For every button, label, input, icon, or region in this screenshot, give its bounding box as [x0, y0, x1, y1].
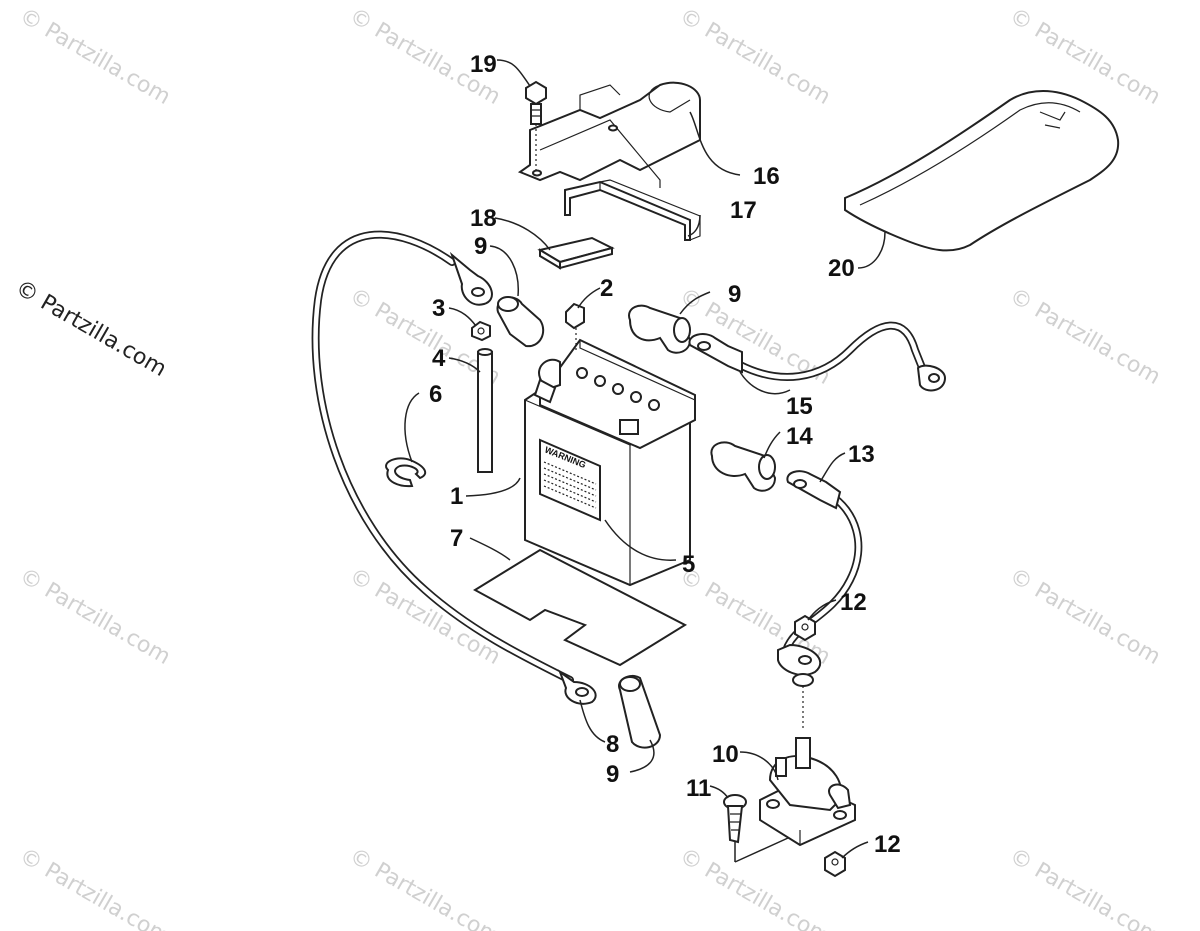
callout-6: 6 — [429, 381, 442, 408]
part-6-clip — [385, 457, 427, 488]
part-17-strap — [564, 179, 701, 241]
leader-lines — [404, 59, 886, 863]
watermark: © Partzilla.com — [675, 844, 835, 931]
part-4-rod — [477, 348, 493, 473]
callout-16: 16 — [753, 163, 780, 190]
callout-15: 15 — [786, 393, 813, 420]
part-7-pad — [473, 548, 688, 667]
watermark: © Partzilla.com — [1005, 284, 1165, 391]
callout-9: 9 — [474, 233, 487, 260]
callout-8: 8 — [606, 731, 619, 758]
part-9-boot-lower — [618, 674, 662, 749]
watermark: © Partzilla.com — [15, 844, 175, 931]
watermark: © Partzilla.com — [1005, 844, 1165, 931]
callout-7: 7 — [450, 525, 463, 552]
callout-19: 19 — [470, 51, 497, 78]
callout-20: 20 — [828, 255, 855, 282]
callout-18: 18 — [470, 205, 497, 232]
part-15-cable — [688, 321, 947, 392]
callout-5: 5 — [682, 551, 695, 578]
part-9-boot-right — [628, 304, 692, 354]
part-10-solenoid — [759, 737, 856, 847]
part-8-cable — [311, 230, 597, 705]
watermark: © Partzilla.com — [15, 564, 175, 671]
side-watermark: © Partzilla.com — [11, 276, 171, 383]
watermark: © Partzilla.com — [15, 4, 175, 111]
part-3-nut — [471, 320, 491, 342]
part-18-pad — [537, 236, 615, 270]
part-20-cover — [844, 90, 1120, 252]
callout-2: 2 — [600, 275, 613, 302]
callout-14: 14 — [786, 423, 813, 450]
callout-17: 17 — [730, 197, 757, 224]
watermark: © Partzilla.com — [345, 844, 505, 931]
watermark: © Partzilla.com — [1005, 564, 1165, 671]
callout-11: 11 — [686, 775, 711, 802]
part-9-boot-left — [496, 296, 545, 348]
part-1-battery: WARNING — [524, 338, 696, 587]
callout-10: 10 — [712, 741, 739, 768]
callout-13: 13 — [848, 441, 875, 468]
callout-labels: 19 16 17 18 9 2 9 3 4 6 15 14 13 1 7 5 1… — [429, 51, 901, 858]
washer-upper — [792, 673, 814, 687]
part-16-bracket — [517, 81, 701, 188]
part-2-vent-fitting — [565, 302, 585, 350]
callout-4: 4 — [432, 345, 446, 372]
part-11-screw — [723, 794, 747, 844]
callout-9: 9 — [606, 761, 619, 788]
part-12-nut-upper — [794, 614, 816, 642]
part-14-boot — [710, 441, 777, 492]
callout-12: 12 — [874, 831, 901, 858]
part-12-nut-lower — [824, 850, 846, 878]
part-19-bolt — [525, 80, 547, 172]
callout-12: 12 — [840, 589, 867, 616]
callout-9: 9 — [728, 281, 741, 308]
watermark: © Partzilla.com — [345, 564, 505, 671]
callout-3: 3 — [432, 295, 445, 322]
callout-1: 1 — [450, 483, 463, 510]
